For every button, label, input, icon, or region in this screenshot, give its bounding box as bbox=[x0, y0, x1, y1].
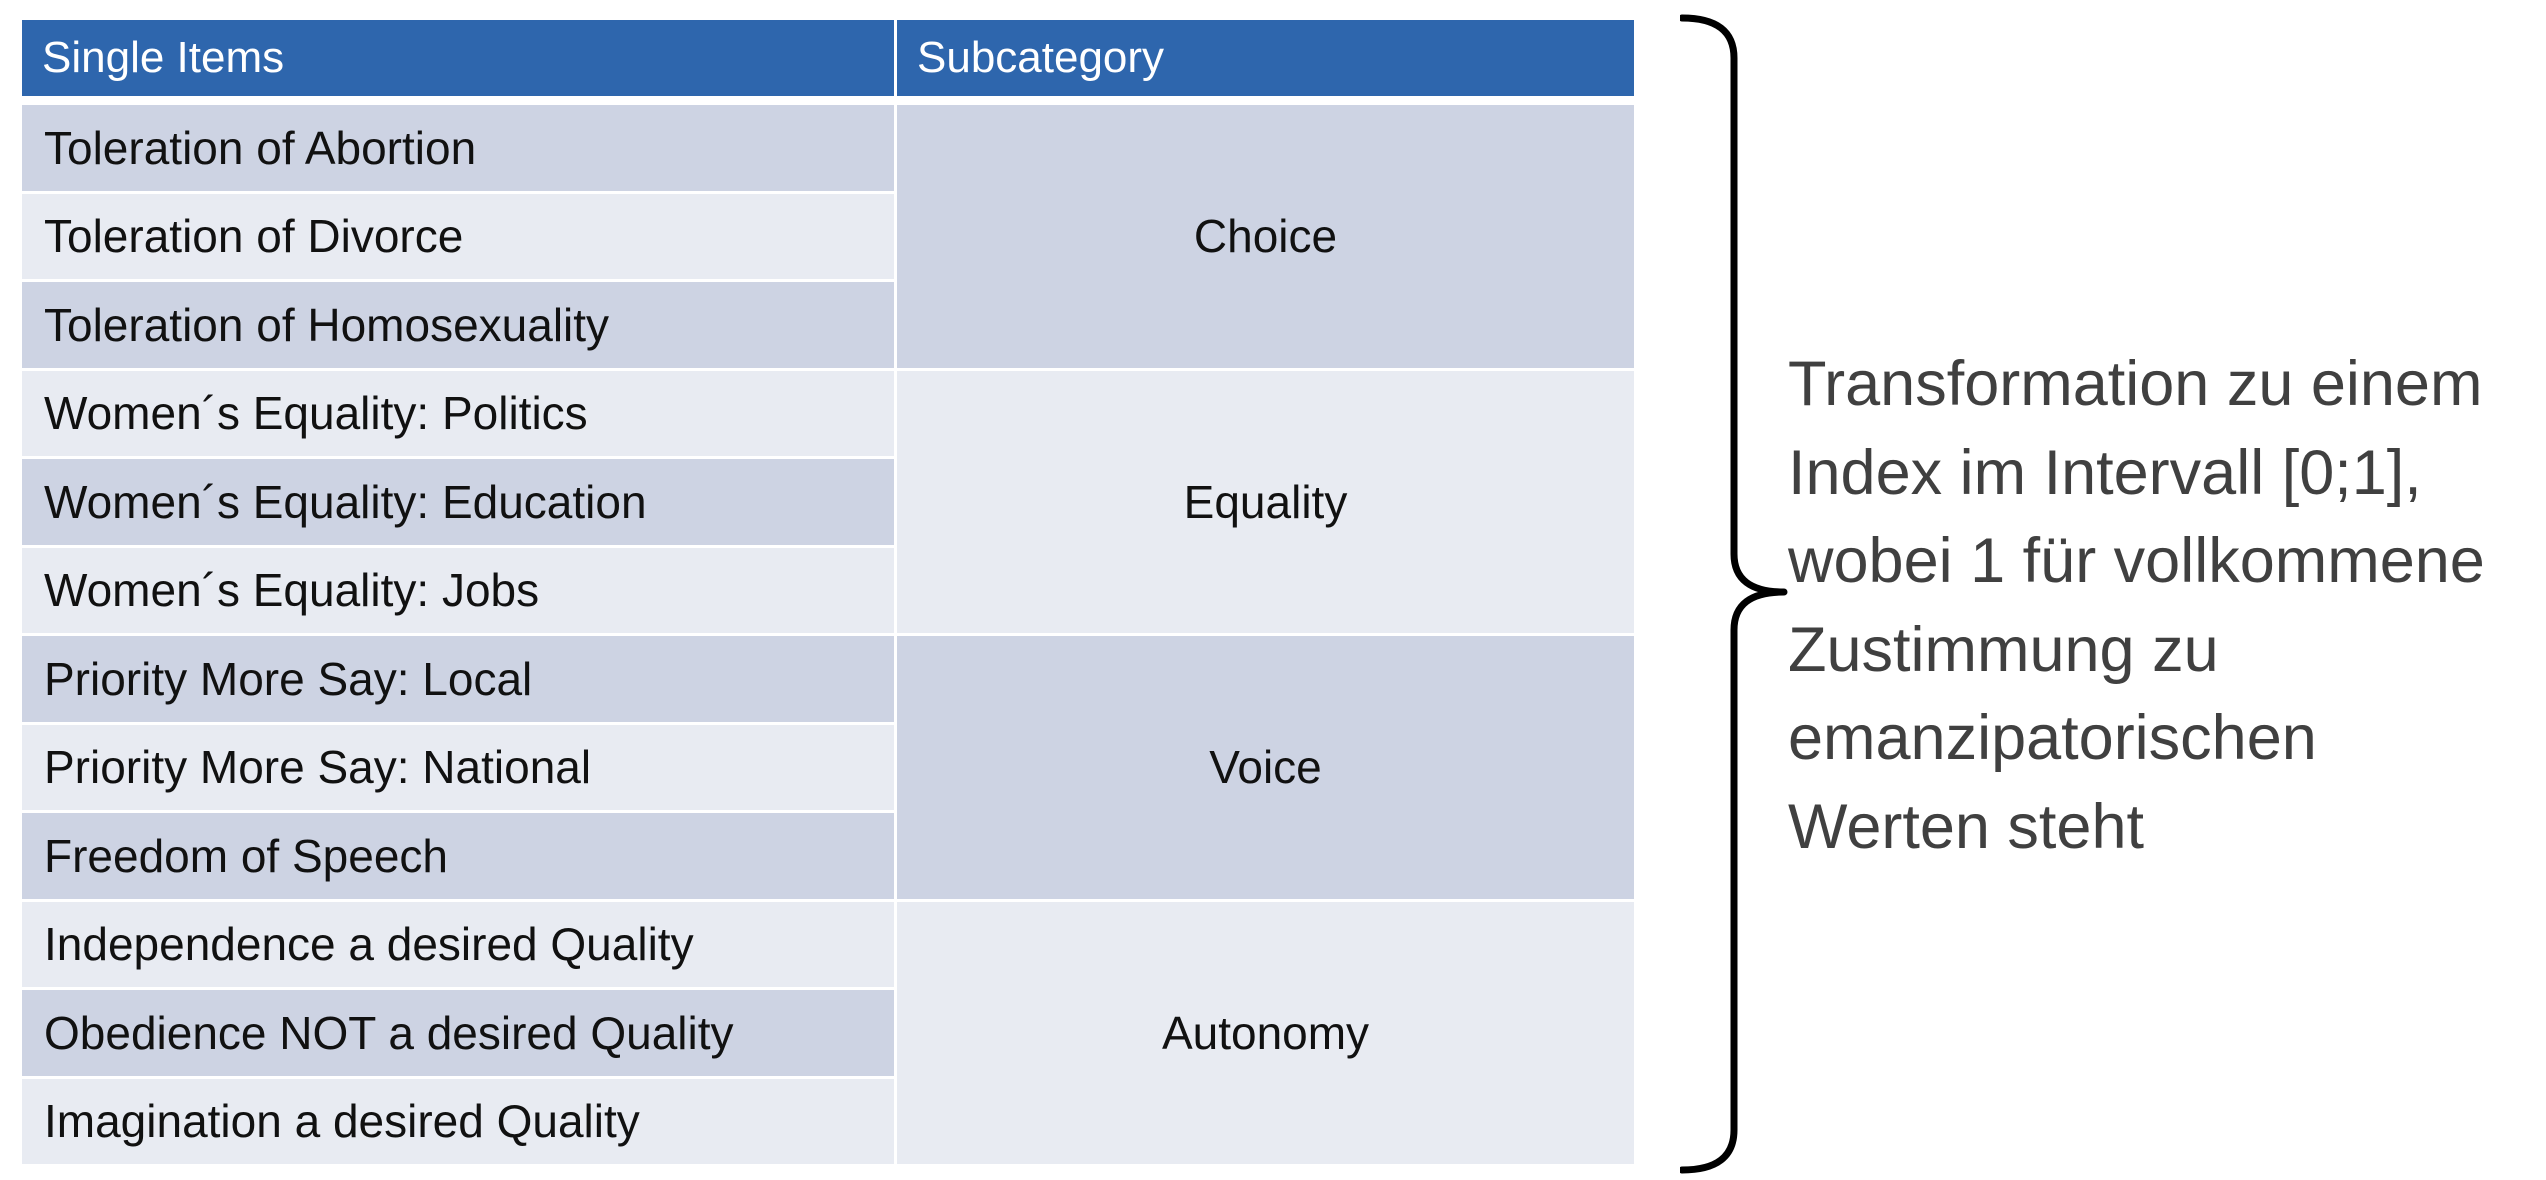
single-item-cell: Women´s Equality: Education bbox=[22, 456, 894, 545]
single-item-cell: Toleration of Divorce bbox=[22, 190, 894, 279]
table-row: Freedom of Speech bbox=[22, 810, 1634, 899]
header-subcategory: Subcategory bbox=[894, 20, 1634, 102]
note-line: wobei 1 für vollkommene bbox=[1788, 526, 2485, 596]
single-item-cell: Women´s Equality: Politics bbox=[22, 367, 894, 456]
single-item-cell: Toleration of Homosexuality bbox=[22, 279, 894, 368]
single-item-cell: Obedience NOT a desired Quality bbox=[22, 987, 894, 1076]
header-row: Single Items Subcategory bbox=[22, 20, 1634, 102]
single-item-cell: Toleration of Abortion bbox=[22, 102, 894, 191]
table-row: Imagination a desired Quality bbox=[22, 1075, 1634, 1164]
items-table: Single Items Subcategory Toleration of A… bbox=[22, 20, 1634, 1164]
transformation-note: Transformation zu einem Index im Interva… bbox=[1788, 340, 2538, 871]
table-row: Toleration of Homosexuality bbox=[22, 279, 1634, 368]
single-item-cell: Priority More Say: National bbox=[22, 721, 894, 810]
single-item-cell: Women´s Equality: Jobs bbox=[22, 544, 894, 633]
table-row: Independence a desired Quality Autonomy bbox=[22, 898, 1634, 1164]
header-single-items: Single Items bbox=[22, 20, 894, 102]
table-row: Priority More Say: National bbox=[22, 721, 1634, 810]
subcategory-cell-equality: Equality bbox=[894, 367, 1634, 633]
table-row: Toleration of Abortion Choice bbox=[22, 102, 1634, 368]
note-line: Index im Intervall [0;1], bbox=[1788, 437, 2422, 508]
subcategory-cell-autonomy: Autonomy bbox=[894, 898, 1634, 1164]
table-row: Women´s Equality: Politics Equality bbox=[22, 367, 1634, 633]
single-item-cell: Imagination a desired Quality bbox=[22, 1075, 894, 1164]
table-row: Women´s Equality: Education bbox=[22, 456, 1634, 545]
table-row: Women´s Equality: Jobs bbox=[22, 544, 1634, 633]
single-item-cell: Independence a desired Quality bbox=[22, 898, 894, 987]
table-row: Priority More Say: Local Voice bbox=[22, 633, 1634, 899]
single-item-cell: Priority More Say: Local bbox=[22, 633, 894, 722]
note-line: emanzipatorischen bbox=[1788, 703, 2317, 773]
single-item-cell: Freedom of Speech bbox=[22, 810, 894, 899]
note-line: Zustimmung zu bbox=[1788, 614, 2219, 685]
table-row: Toleration of Divorce bbox=[22, 190, 1634, 279]
subcategory-cell-choice: Choice bbox=[894, 102, 1634, 368]
table-row: Obedience NOT a desired Quality bbox=[22, 987, 1634, 1076]
right-curly-brace bbox=[1680, 14, 1788, 1174]
note-line: Transformation zu einem bbox=[1788, 349, 2483, 419]
note-line: Werten steht bbox=[1788, 791, 2145, 862]
subcategory-cell-voice: Voice bbox=[894, 633, 1634, 899]
